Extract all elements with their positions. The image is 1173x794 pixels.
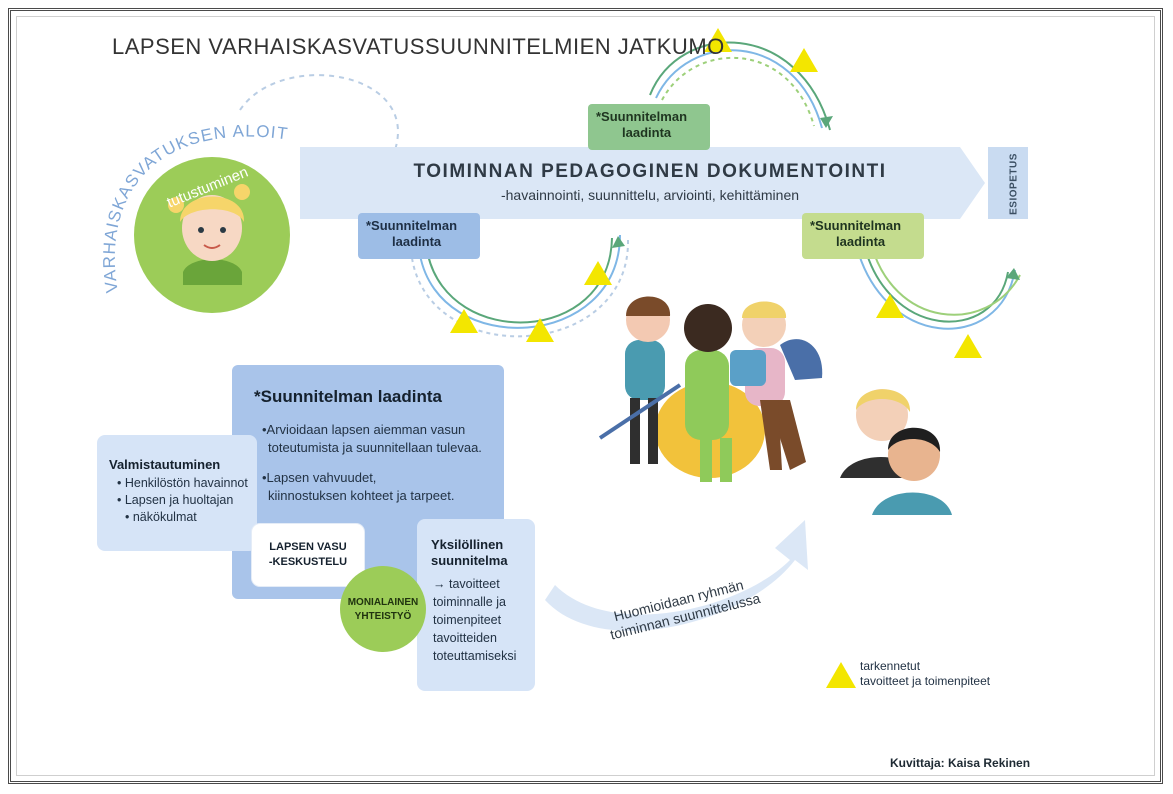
banner-arrow [300, 147, 985, 219]
inner-frame [16, 16, 1155, 776]
plan-tag-right: *Suunnitelman laadinta [802, 213, 924, 259]
legend-text: tarkennetut tavoitteet ja toimenpiteet [860, 659, 991, 688]
arc-arrowhead [1006, 268, 1020, 280]
plan-card-point2: •Lapsen vahvuudet, kiinnostuksen kohteet… [262, 470, 455, 503]
triangle-markers [450, 28, 982, 358]
preparation-card: Valmistautuminen Henkilöstön havainnot L… [97, 435, 257, 551]
outer-frame [8, 8, 1163, 784]
list-item: näkökulmat [117, 509, 248, 526]
banner-subtitle: -havainnointi, suunnittelu, arviointi, k… [500, 187, 800, 203]
esiopetus-label: ESIOPETUS [1008, 153, 1020, 215]
plan-tag-left: *Suunnitelman laadinta [358, 213, 480, 259]
triangle-icon [584, 261, 612, 285]
arc-arrowhead [612, 236, 625, 248]
banner: TOIMINNAN PEDAGOGINEN DOKUMENTOINTI -hav… [300, 161, 1000, 203]
arc-arrowhead [820, 116, 833, 128]
cycle-arcs [411, 41, 1021, 338]
triangle-icon [526, 318, 554, 342]
triangle-icon [876, 294, 904, 318]
illustrator-credit: Kuvittaja: Kaisa Rekinen [890, 756, 1031, 770]
preparation-list: Henkilöstön havainnot Lapsen ja huoltaja… [103, 475, 248, 526]
list-item: Lapsen ja huoltajan [117, 492, 248, 509]
triangle-icon [790, 48, 818, 72]
banner-title: TOIMINNAN PEDAGOGINEN DOKUMENTOINTI [413, 161, 887, 182]
individual-plan-heading: Yksilöllinen suunnitelma [431, 537, 508, 568]
legend-triangle-icon [826, 662, 856, 688]
individual-plan-body: → tavoitteet toiminnalle ja toimenpiteet… [433, 577, 517, 663]
esiopetus-block [988, 147, 1028, 219]
multiprofessional-circle: MONIALAINEN YHTEISTYÖ [340, 566, 426, 652]
triangle-icon [954, 334, 982, 358]
preparation-heading: Valmistautuminen [109, 457, 221, 472]
plan-card-point1: •Arvioidaan lapsen aiemman vasun toteutu… [262, 422, 482, 455]
triangle-icon [450, 309, 478, 333]
dashed-connector [239, 74, 399, 151]
list-item: Henkilöstön havainnot [117, 475, 248, 492]
individual-plan-card: Yksilöllinen suunnitelma → tavoitteet to… [417, 519, 535, 691]
plan-card-heading: *Suunnitelman laadinta [254, 387, 442, 406]
plan-tag-top: *Suunnitelman laadinta [588, 104, 710, 150]
child-face-icon [168, 184, 250, 285]
vasu-discussion-card: LAPSEN VASU -KESKUSTELU [252, 524, 364, 586]
page-title: LAPSEN VARHAISKASVATUSSUUNNITELMIEN JATK… [112, 34, 725, 59]
triangle-icon [704, 28, 732, 52]
children-illustration [598, 296, 952, 515]
group-arrow-text: Huomioidaan ryhmän toiminnan suunnittelu… [604, 573, 762, 642]
